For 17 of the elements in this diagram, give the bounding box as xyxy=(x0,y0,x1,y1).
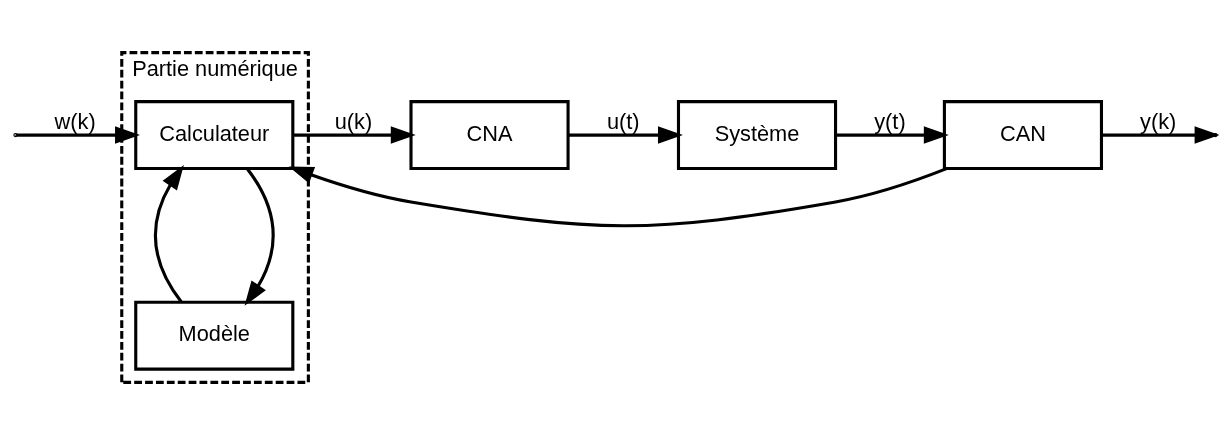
node-box: CAN xyxy=(942,100,1103,171)
node-box: Système xyxy=(676,100,838,171)
arrow xyxy=(836,126,949,144)
node-box: Modèle xyxy=(134,300,295,371)
edge-label: u(t) xyxy=(606,109,640,135)
edge-label: u(k) xyxy=(334,109,373,135)
arrow xyxy=(293,126,416,144)
arrow xyxy=(153,165,184,303)
arrow xyxy=(288,166,948,228)
edge-label: w(k) xyxy=(54,109,96,135)
arrow xyxy=(244,168,275,306)
edge-label: y(k) xyxy=(1140,109,1177,135)
node-box: Calculateur xyxy=(134,100,295,171)
node-box: CNA xyxy=(409,100,570,171)
arrow xyxy=(568,126,683,144)
arrow xyxy=(16,126,140,144)
edge-label: y(t) xyxy=(874,109,906,135)
